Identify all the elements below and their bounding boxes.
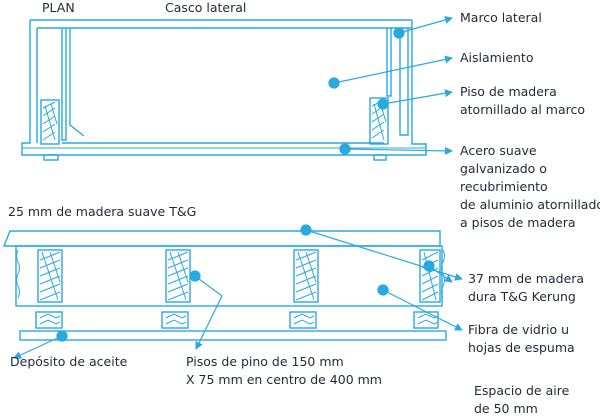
wood-block-left xyxy=(40,99,60,145)
sleeper-3 xyxy=(289,311,317,329)
label-deposito-aceite: Depósito de aceite xyxy=(10,354,128,369)
joist-3 xyxy=(293,249,319,303)
leader-lines xyxy=(13,16,463,359)
outer-frame xyxy=(21,20,427,156)
top-diagram xyxy=(21,19,427,161)
hardwood-layer xyxy=(15,245,443,307)
text-labels: PLAN Casco lateral Marco lateral Aislami… xyxy=(8,0,600,416)
wood-block-right xyxy=(369,97,389,145)
casco-lateral-title: Casco lateral xyxy=(165,0,246,15)
label-pisos-pino: Pisos de pino de 150 mm X 75 mm en centr… xyxy=(186,354,382,387)
softwood-board xyxy=(2,230,441,247)
foot-right xyxy=(373,154,387,161)
sleeper-1 xyxy=(35,311,63,329)
label-acero-suave: Acero suave galvanizado o recubrimiento … xyxy=(460,143,600,230)
right-frame-profile xyxy=(386,28,392,97)
label-madera-dura: 37 mm de madera dura T&G Kerung xyxy=(468,271,588,304)
foot-left xyxy=(43,154,59,161)
joist-4 xyxy=(419,249,441,303)
label-espacio-aire: Espacio de aire de 50 mm xyxy=(474,383,573,416)
left-frame-profile xyxy=(61,28,67,141)
base-plate xyxy=(19,330,447,341)
label-fibra-vidrio: Fibra de vidrio u hojas de espuma xyxy=(468,322,575,355)
label-marco-lateral: Marco lateral xyxy=(460,10,542,25)
wavy-edge-left xyxy=(16,249,20,299)
plan-title: PLAN xyxy=(42,0,75,15)
sleeper-2 xyxy=(161,311,189,329)
label-piso-madera-atornillado: Piso de madera atornillado al marco xyxy=(460,84,585,117)
joist-1 xyxy=(37,249,63,303)
bottom-diagram xyxy=(2,230,447,341)
label-madera-suave: 25 mm de madera suave T&G xyxy=(8,204,196,219)
label-aislamiento: Aislamiento xyxy=(460,50,533,65)
